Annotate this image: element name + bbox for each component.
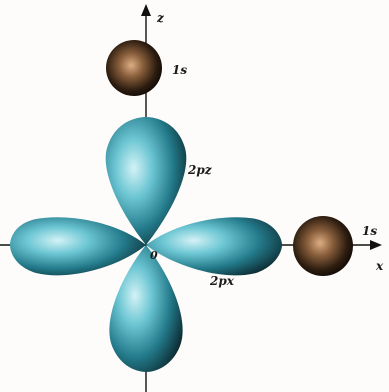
s-orbital-right-sphere [293, 216, 353, 276]
x-axis-label: x [375, 259, 384, 273]
z-axis-arrow-icon [141, 4, 151, 16]
pz-upper-lobe [106, 117, 187, 245]
s-orbital-top-label: 1s [172, 63, 187, 77]
s-orbital-top-sphere [106, 40, 162, 96]
px-right-lobe [146, 217, 282, 275]
orbital-2pz-label: 2pz [187, 163, 213, 177]
origin-label: 0 [150, 249, 158, 262]
z-axis-label: z [156, 11, 165, 25]
pz-lower-lobe [109, 245, 182, 372]
px-left-lobe [10, 217, 146, 275]
s-orbital-right-label: 1s [362, 224, 377, 238]
x-axis-arrow-icon [370, 240, 382, 250]
orbital-2px-label: 2px [209, 274, 235, 288]
